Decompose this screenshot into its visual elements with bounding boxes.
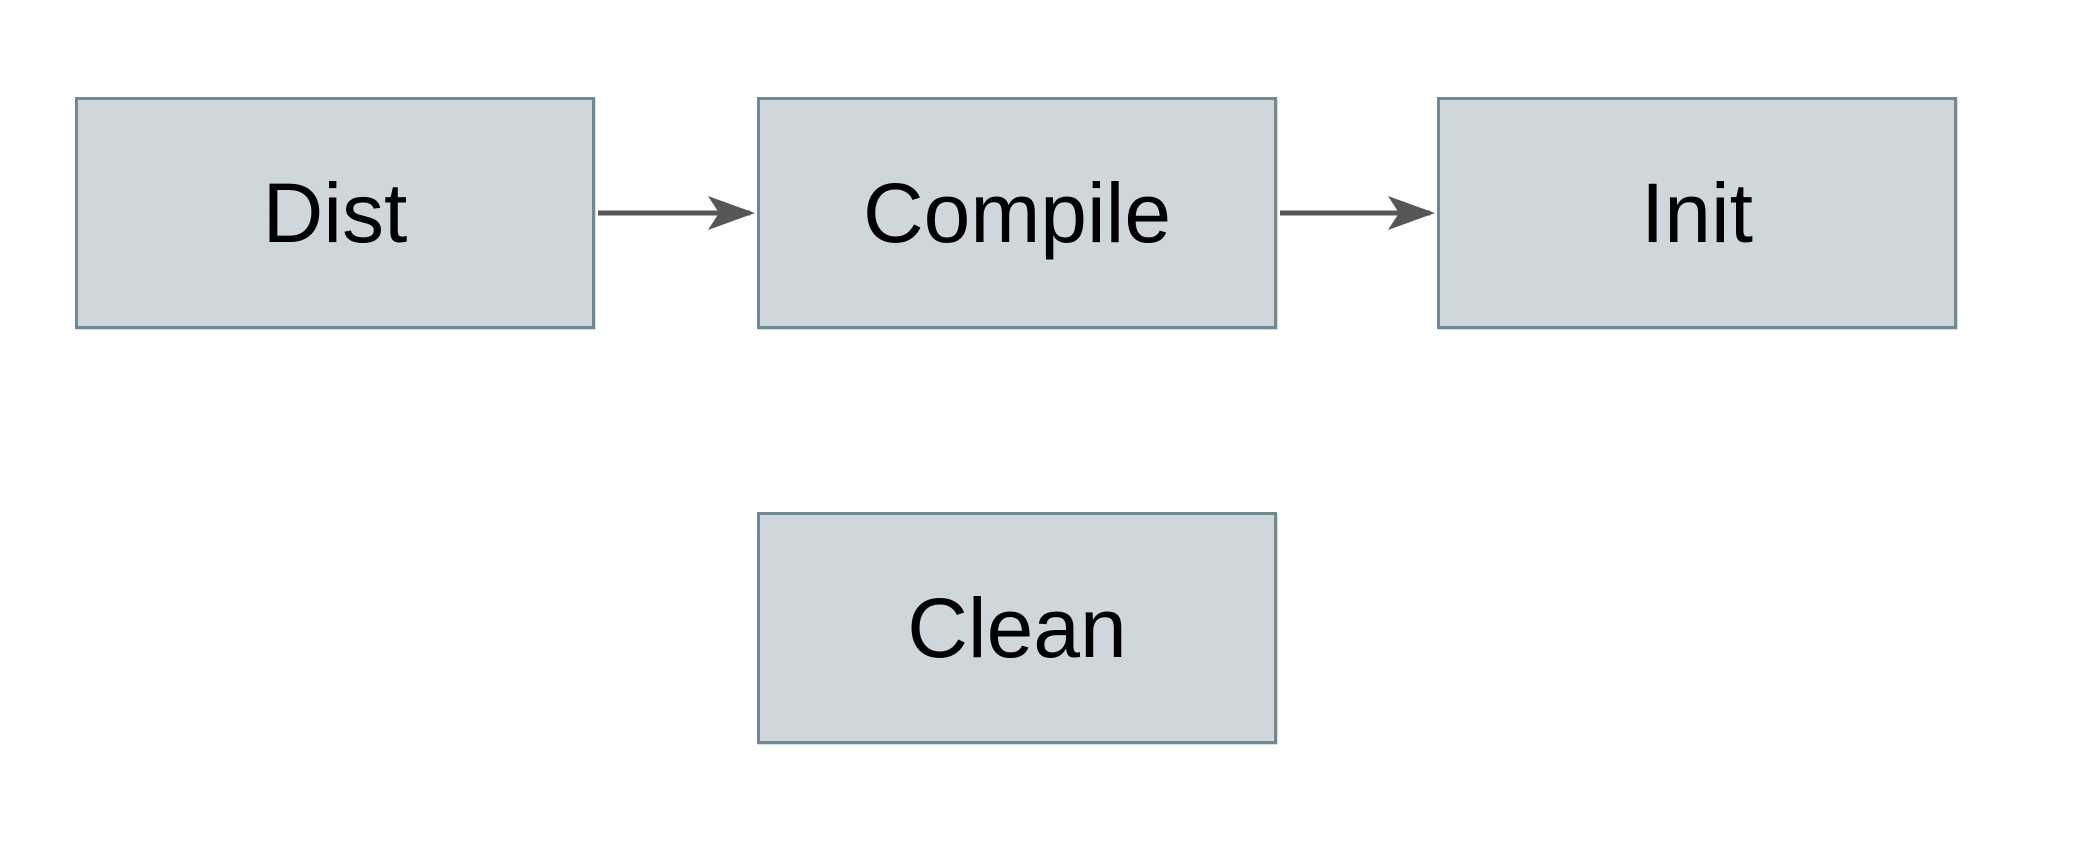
node-clean: Clean — [757, 512, 1277, 744]
arrowhead-icon — [1388, 196, 1435, 230]
node-clean-label: Clean — [907, 581, 1127, 675]
arrow-compile-to-init — [1280, 196, 1435, 230]
node-compile: Compile — [757, 97, 1277, 329]
arrowhead-icon — [708, 196, 755, 230]
node-dist-label: Dist — [262, 166, 408, 260]
node-compile-label: Compile — [862, 166, 1172, 260]
arrow-dist-to-compile — [598, 196, 755, 230]
node-init: Init — [1437, 97, 1957, 329]
node-dist: Dist — [75, 97, 595, 329]
node-init-label: Init — [1640, 166, 1754, 260]
